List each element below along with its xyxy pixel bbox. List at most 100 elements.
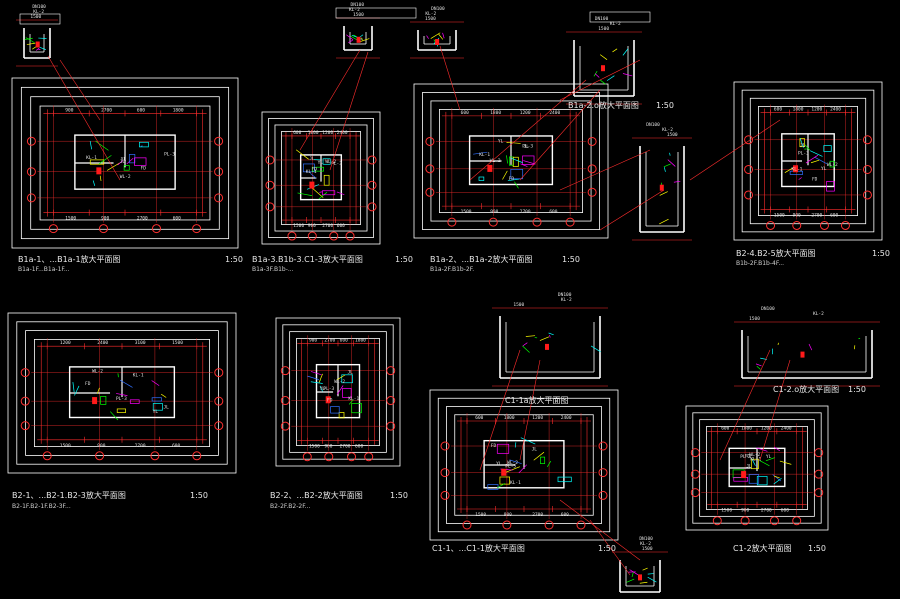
plan-8-grid-bubble	[792, 516, 802, 526]
dimension-text: 1500	[598, 26, 609, 32]
dimension-text: 600	[137, 107, 145, 113]
detail-top-4-pipe	[599, 79, 606, 85]
dimension-text: PL-3	[740, 454, 751, 460]
detail-top-3-pipe	[430, 32, 441, 39]
dimension-text: PL-3	[331, 161, 342, 167]
dimension-text: 600	[461, 110, 469, 116]
plan-1-frame	[20, 86, 230, 240]
dimension-text: WL-2	[325, 159, 336, 165]
dimension-text: 900	[504, 512, 512, 518]
detail-top-1-pipe	[25, 37, 35, 44]
detail-top-3-pipe	[442, 32, 445, 39]
detail-3-fixture	[800, 351, 805, 358]
detail-top-4-fixture	[601, 65, 605, 72]
plan-7-frame	[429, 389, 619, 541]
dimension-text: 1800	[490, 110, 501, 116]
detail-3-pipe	[858, 337, 861, 340]
detail-2-pipe	[522, 345, 530, 353]
plan-1-pipe	[106, 162, 120, 171]
plan-3-grid-bubble	[425, 187, 435, 197]
plan-4-grid-bubble	[840, 220, 850, 230]
plan-7-grid-bubble	[440, 441, 450, 451]
dimension-text: DN100	[32, 4, 46, 10]
detail-bottom-fixture	[638, 574, 642, 581]
dimension-text: 1500	[353, 12, 364, 18]
dimension-text: 1500	[667, 132, 678, 138]
plan-8-fixture	[741, 471, 747, 479]
plan-3-pipe	[514, 181, 519, 189]
plan-2-frame	[274, 124, 368, 232]
plan-6-grid-bubble	[302, 452, 312, 462]
plan-6-grid-bubble	[386, 421, 396, 431]
detail-top-2-pipe	[346, 34, 354, 41]
plan-1-fixture	[96, 167, 102, 175]
plan-6-pipe	[336, 374, 346, 381]
section-leader-line	[559, 59, 641, 101]
plan-7-scale: 1:50	[598, 544, 616, 553]
plan-2-grid-bubble	[287, 231, 297, 241]
detail-3-pipe	[808, 343, 813, 351]
dimension-text: 2700	[135, 443, 146, 449]
dimension-text: WL-2	[507, 460, 518, 466]
plan-7-equipment	[496, 443, 510, 454]
plan-4-grid-bubble	[819, 220, 829, 230]
plan-3-grid-bubble	[587, 164, 597, 174]
plan-3-grid-bubble	[565, 217, 575, 227]
plan-1-grid-bubble	[214, 136, 224, 146]
plan-2-grid-bubble	[265, 180, 275, 190]
dimension-text: DN100	[595, 16, 609, 22]
section-leader-line	[329, 51, 369, 171]
plan-4-scale: 1:50	[872, 249, 890, 258]
plan-7-pipe	[509, 459, 522, 465]
plan-6-grid-bubble	[280, 396, 290, 406]
dimension-text: 1800	[308, 130, 319, 136]
plan-3-pipe	[523, 160, 536, 165]
dimension-text: 1500	[749, 316, 760, 322]
dimension-text: 900	[324, 444, 332, 450]
plan-3-pipe	[511, 157, 523, 163]
section-leader-line	[439, 45, 461, 111]
plan-1-pipe	[117, 160, 123, 166]
plan-6-title: B2-2、...B2-2放大平面图	[270, 490, 363, 500]
plan-7-fixture	[501, 468, 507, 476]
plan-2-pipe	[295, 149, 309, 160]
plan-7-grid-bubble	[462, 520, 472, 530]
plan-4-fixture	[793, 165, 799, 173]
plan-3-pipe	[502, 170, 508, 180]
dimension-text: KL-1	[306, 169, 317, 175]
plan-7-grid-bubble	[598, 441, 608, 451]
plan-1-equipment	[134, 157, 147, 166]
detail-2-pipe	[525, 335, 536, 337]
plan-3-equipment	[510, 168, 524, 180]
plan-4-pipe	[814, 156, 828, 165]
plan-2-title: B1a-3.B1b-3.C1-3放大平面图	[252, 254, 363, 264]
plan-7-pipe	[505, 466, 520, 473]
detail-title-block	[589, 11, 651, 23]
plan-5-grid-bubble	[214, 368, 224, 378]
detail-title-block	[335, 7, 417, 19]
dimension-text: 1200	[60, 340, 71, 346]
detail-mid-1-pipe	[663, 167, 666, 172]
plan-6-grid-bubble	[347, 452, 357, 462]
dimension-text: 600	[172, 443, 180, 449]
plan-1-grid-bubble	[26, 136, 36, 146]
plan-8-grid-bubble	[769, 516, 779, 526]
plan-5-title: B2-1、...B2-1.B2-3放大平面图	[12, 490, 126, 500]
detail-3-scale: 1:50	[848, 385, 866, 394]
dimension-text: KL-1	[479, 152, 490, 158]
plan-8-grid-bubble	[690, 488, 700, 498]
plan-5-frame	[7, 312, 237, 474]
detail-bottom-pipe	[647, 576, 657, 583]
plan-1-grid-bubble	[26, 167, 36, 177]
dimension-text: KL-1	[510, 480, 521, 486]
detail-2-pipe	[534, 336, 538, 339]
dimension-text: JL	[347, 369, 353, 375]
dimension-text: DN100	[639, 536, 653, 542]
plan-6-frame	[296, 338, 380, 446]
dimension-text: KL-1	[133, 373, 144, 379]
dimension-text: 1500	[425, 16, 436, 22]
plan-6-pipe	[318, 373, 323, 383]
dimension-text: 900	[65, 107, 73, 113]
dimension-text: 1800	[741, 425, 752, 431]
plan-4-pipe	[810, 159, 820, 164]
